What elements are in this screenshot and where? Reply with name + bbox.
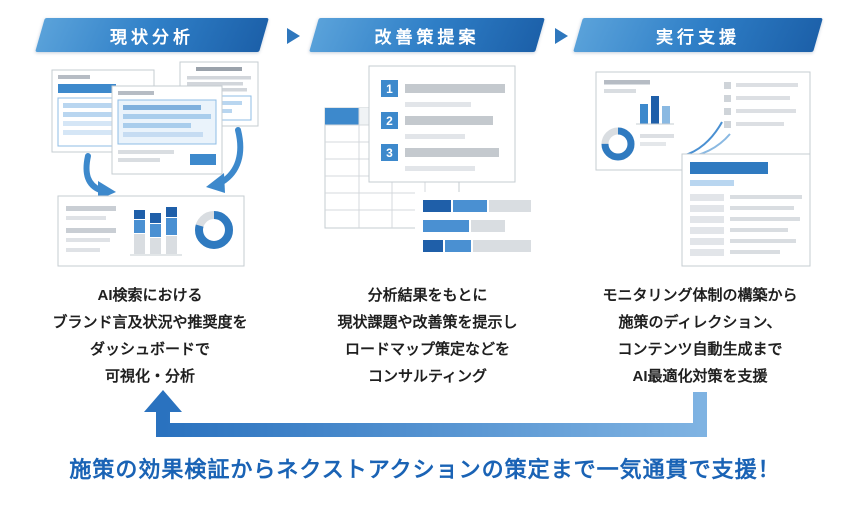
curved-flow-arrow-icon — [83, 153, 116, 200]
step-description-analysis: AI検索における ブランド言及状況や推奨度を ダッシュボードで 可視化・分析 — [52, 287, 248, 385]
roadmap-bars — [415, 192, 541, 264]
donut-chart — [601, 127, 635, 161]
proposal-illustration: 1 2 3 — [324, 65, 541, 264]
list-number: 1 — [386, 82, 393, 96]
step-banner-proposal: 改善策提案 — [309, 18, 545, 52]
footer-message: 施策の効果検証からネクストアクションの策定まで一気通貫で支援！ — [69, 457, 781, 482]
mini-bar-chart — [636, 96, 674, 125]
stacked-bar-chart — [130, 207, 182, 256]
step-description-execution: モニタリング体制の構築から 施策のディレクション、 コンテンツ自動生成まで AI… — [602, 287, 798, 385]
curved-flow-arrow-icon — [206, 127, 244, 193]
step-title: 実行支援 — [656, 27, 740, 47]
feedback-loop-arrow-icon — [144, 390, 707, 437]
step-banner-analysis: 現状分析 — [35, 18, 269, 52]
step-title: 改善策提案 — [374, 27, 480, 47]
dashboard-card — [57, 195, 245, 267]
browser-window — [111, 85, 223, 175]
numbered-list-doc: 1 2 3 — [368, 65, 516, 183]
step-separator-arrow-icon — [555, 28, 568, 44]
list-number: 2 — [386, 114, 393, 128]
list-number: 3 — [386, 146, 393, 160]
analysis-illustration — [51, 61, 259, 267]
checklist — [724, 82, 798, 128]
step-title: 現状分析 — [110, 27, 194, 47]
step-description-proposal: 分析結果をもとに 現状課題や改善策を提示し ロードマップ策定などを コンサルティ… — [337, 287, 518, 385]
step-separator-arrow-icon — [287, 28, 300, 44]
step-banner-execution: 実行支援 — [573, 18, 823, 52]
content-doc — [681, 153, 811, 267]
support-illustration — [595, 71, 811, 267]
donut-chart — [195, 211, 233, 249]
